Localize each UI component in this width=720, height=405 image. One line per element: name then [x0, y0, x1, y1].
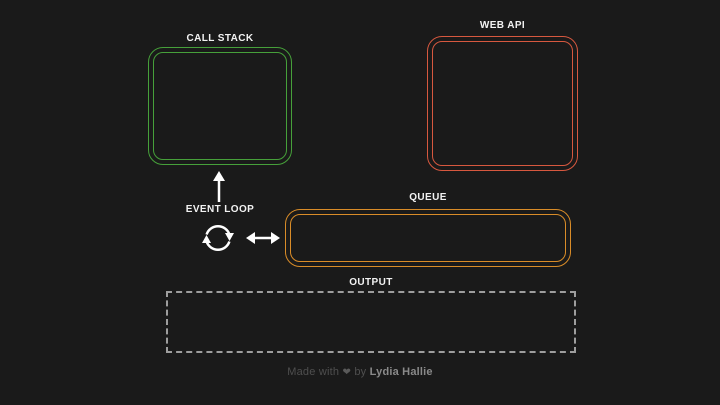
call-stack-label: CALL STACK — [186, 33, 254, 44]
queue-box — [285, 209, 571, 267]
up-arrow-icon — [213, 171, 225, 202]
queue-label: QUEUE — [409, 192, 447, 203]
credit-line: Made with ❤ by Lydia Hallie — [0, 366, 720, 378]
event-loop-label: EVENT LOOP — [185, 204, 255, 215]
credit-made-with: Made with — [287, 366, 340, 378]
output-label: OUTPUT — [349, 277, 393, 288]
credit-by: by — [354, 366, 367, 378]
output-box — [166, 291, 576, 353]
left-right-arrow-icon — [246, 232, 280, 244]
heart-icon: ❤ — [342, 367, 352, 378]
web-api-box — [427, 36, 578, 171]
web-api-box-inner — [432, 41, 573, 166]
cycle-icon — [202, 225, 234, 251]
credit-author: Lydia Hallie — [369, 366, 433, 378]
web-api-label: WEB API — [479, 20, 526, 31]
queue-box-inner — [290, 214, 566, 262]
call-stack-box-inner — [153, 52, 287, 160]
call-stack-box — [148, 47, 292, 165]
